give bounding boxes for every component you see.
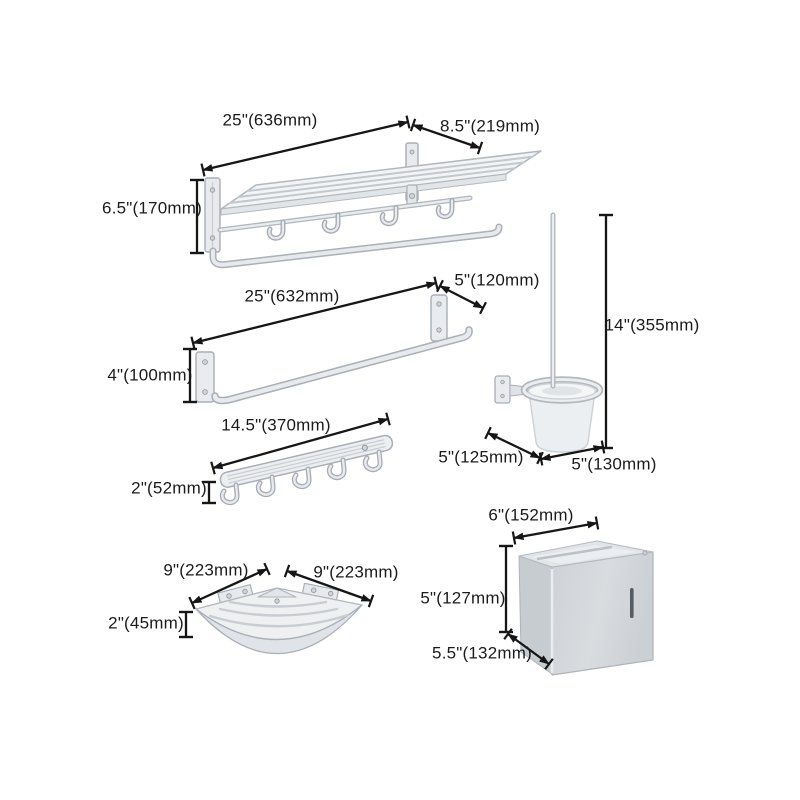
hook-rail-drawing [219, 434, 394, 502]
dim-line-corner-left [188, 562, 271, 610]
dim-line-box-width [511, 516, 600, 545]
dim-label-brush-height: 14"(355mm) [604, 315, 700, 335]
dim-label-box-height: 5"(127mm) [420, 588, 506, 608]
dim-line-brush-width [538, 440, 606, 466]
dim-line-rail-width [210, 412, 391, 475]
dimension-lines [179, 115, 613, 670]
dim-label-box-width: 6"(152mm) [488, 505, 574, 525]
dim-label-bar-width: 25"(632mm) [244, 286, 340, 306]
dim-line-bar-depth [436, 279, 487, 315]
dim-label-brush-depth: 5"(125mm) [438, 447, 524, 467]
corner-shelf-drawing [195, 582, 363, 655]
dim-line-box-depth [503, 628, 554, 670]
toilet-brush-drawing [494, 212, 604, 453]
dim-line-shelf-width [200, 115, 411, 177]
dim-label-corner-height: 2"(45mm) [108, 613, 184, 633]
dim-label-shelf-height: 6.5"(170mm) [102, 198, 202, 218]
dim-label-shelf-depth: 8.5"(219mm) [440, 116, 540, 136]
dim-label-bar-height: 4"(100mm) [107, 365, 193, 385]
towel-shelf-rack-drawing [204, 142, 542, 269]
dim-line-brush-depth [484, 426, 544, 465]
dim-label-box-depth: 5.5"(132mm) [432, 643, 532, 663]
dim-label-brush-width: 5"(130mm) [571, 454, 657, 474]
towel-bar-drawing [195, 294, 473, 405]
dim-label-shelf-width: 25"(636mm) [222, 110, 318, 130]
dim-label-corner-left: 9"(223mm) [163, 560, 249, 580]
dim-label-bar-depth: 5"(120mm) [454, 270, 540, 290]
paper-holder-drawing [518, 540, 654, 676]
dim-line-corner-right [283, 564, 375, 608]
dim-label-corner-right: 9"(223mm) [313, 562, 399, 582]
dim-label-rail-height: 2"(52mm) [131, 478, 207, 498]
dim-line-shelf-depth [409, 118, 484, 155]
dim-label-rail-width: 14.5"(370mm) [221, 415, 331, 435]
dim-line-bar-width [190, 276, 439, 350]
